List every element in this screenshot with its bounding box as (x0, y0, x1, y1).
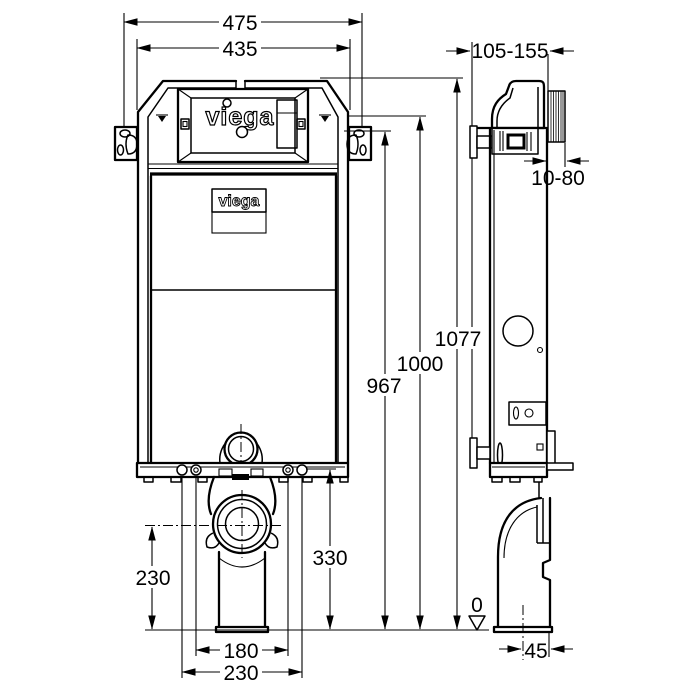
tank-sides (149, 174, 338, 465)
side-view (469, 42, 574, 660)
dim-bracket-height-label: 967 (366, 375, 401, 398)
plate-clip-left (180, 118, 190, 130)
dim-bg (219, 37, 261, 59)
flush-plate-outer (176, 87, 310, 164)
datum-triangle-icon (468, 615, 486, 631)
upper-anchor (469, 125, 539, 159)
dim-bg (220, 661, 262, 683)
drain-bell-sides (207, 475, 277, 516)
dim-bg (132, 566, 174, 588)
bar-notch-left (218, 468, 233, 477)
dimensions: 475 435 105-155 10-80 1077 1000 967 330 (123, 11, 589, 685)
rear-housing (546, 430, 556, 466)
front-view: viega viega (113, 79, 373, 634)
bar-center-tab (232, 474, 249, 480)
wall-bracket-left (113, 125, 139, 162)
dim-overall-width-label: 475 (222, 12, 257, 35)
flush-plate-inner (190, 97, 296, 154)
frame-outline (136, 79, 350, 465)
dim-floor-level-label: 0 (471, 594, 483, 617)
wall-rail-hatched (547, 90, 566, 143)
drain-elbow-side (492, 482, 554, 660)
anchor-hole-outer-left (176, 464, 188, 476)
body-sides (476, 126, 549, 465)
dim-bg (432, 327, 484, 349)
anchor-hole-inner-left (190, 464, 202, 476)
dim-wall-bracket-range-label: 10-80 (531, 167, 585, 190)
flush-plate-bevels (177, 88, 309, 163)
dim-bg (363, 374, 405, 396)
dim-bolt-spacing-inner-label: 180 (223, 640, 258, 663)
dim-drain-wall-offset-label: 45 (524, 640, 547, 663)
drain-pipe-sides (217, 550, 267, 629)
dim-frame-width-label: 435 (222, 38, 257, 61)
drain-pipe-socket-arc (218, 557, 266, 568)
dim-depth-range-label: 105-155 (471, 40, 548, 63)
dim-anchor-height-label: 330 (312, 547, 347, 570)
lower-anchor (469, 437, 491, 469)
dim-bolt-spacing-outer-label: 230 (223, 662, 258, 685)
tank-label-box-empty (211, 211, 267, 234)
logo-dot-top (222, 98, 232, 108)
dim-drain-center-height-label: 230 (135, 567, 170, 590)
side-base-bar (488, 461, 549, 479)
body-hole (502, 315, 534, 347)
plate-clip-right-inner (298, 120, 304, 128)
body-square-hole (536, 443, 544, 451)
anchor-hole-inner-left-2 (193, 467, 199, 473)
body-hole-small (536, 346, 544, 354)
rear-support-bar (546, 462, 574, 471)
side-feet (491, 476, 543, 483)
meter-mark-left (156, 114, 168, 122)
dim-bg (395, 352, 445, 374)
dim-bg (220, 639, 262, 661)
body-fitting-plate (508, 401, 547, 426)
dim-total-height-label: 1077 (435, 328, 482, 351)
dim-bg (219, 11, 261, 33)
floor-datum: 0 (468, 594, 486, 631)
meter-mark-right (319, 114, 331, 122)
dim-bg (309, 546, 351, 568)
bar-notch-right (250, 468, 264, 477)
head-profile (490, 79, 546, 130)
plate-clip-right (296, 118, 306, 130)
logo-dot-bottom (235, 125, 249, 139)
dim-meter-mark-label: 1000 (397, 353, 444, 376)
anchor-hole-outer-right (296, 464, 308, 476)
plate-clip-left-inner (182, 120, 188, 128)
anchor-hole-inner-right (282, 464, 294, 476)
brand-logo-tank: viega (219, 193, 260, 210)
anchor-hole-inner-right-2 (285, 467, 291, 473)
drain-clamp-lugs (205, 532, 279, 549)
head-profile-inner (496, 87, 539, 128)
wall-bracket-right (346, 125, 373, 162)
